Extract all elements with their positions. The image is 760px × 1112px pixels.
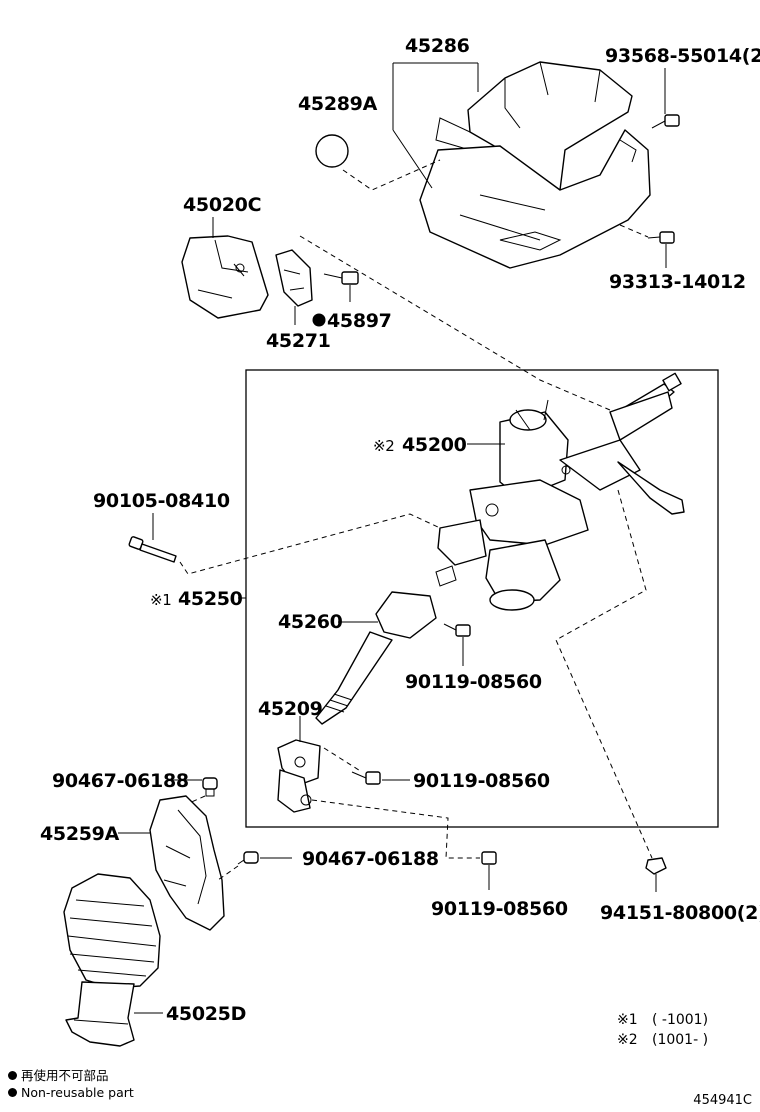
- screw-93313: [647, 231, 675, 244]
- bracket-45020c: [181, 235, 269, 319]
- dash-45289a: [342, 159, 441, 191]
- dash-94151: [555, 489, 653, 859]
- intermediate-shaft-45260: [315, 591, 437, 725]
- legend-dot-icon: [8, 1088, 17, 1097]
- screw-93568: [651, 114, 680, 129]
- label-45286: 45286: [405, 35, 470, 57]
- label-90467-a: 90467-06188: [52, 770, 189, 792]
- cap-45289a: [315, 134, 349, 168]
- ref-mark-45250: ※1: [150, 591, 172, 609]
- legend-row-en: Non-reusable part: [8, 1084, 134, 1101]
- label-90105: 90105-08410: [93, 490, 230, 512]
- dash-cover-to-column: [299, 235, 611, 411]
- steering-column-45200: [435, 372, 685, 611]
- lead-45286-down: [392, 129, 433, 189]
- dash-90119-b: [323, 747, 363, 773]
- label-90119-a: 90119-08560: [405, 671, 542, 693]
- label-45025d: 45025D: [166, 1003, 246, 1025]
- label-45200: 45200: [402, 434, 467, 456]
- label-94151: 94151-80800(2): [600, 902, 760, 924]
- bolt-45897: [323, 271, 359, 285]
- bolt-90119-a: [443, 623, 471, 637]
- label-93313: 93313-14012: [609, 271, 746, 293]
- legend-text-jp: 再使用不可部品: [21, 1068, 109, 1083]
- clip-90467-b: [237, 851, 259, 865]
- cover-45259a: [149, 795, 225, 931]
- legend: 再使用不可部品 Non-reusable part: [8, 1067, 134, 1101]
- label-90119-b: 90119-08560: [413, 770, 550, 792]
- clamp-45271: [275, 249, 313, 307]
- label-90467-b: 90467-06188: [302, 848, 439, 870]
- label-93568: 93568-55014(2): [605, 45, 760, 67]
- label-45020c: 45020C: [183, 194, 261, 216]
- column-cover-lower-part: [419, 129, 651, 269]
- dash-90467-b: [217, 865, 239, 881]
- label-45209: 45209: [258, 698, 323, 720]
- label-45271: 45271: [266, 330, 331, 352]
- bolt-90119-c: [481, 851, 497, 865]
- legend-dot-icon: [8, 1071, 17, 1080]
- legend-text-en: Non-reusable part: [21, 1085, 134, 1100]
- footnote-1-text: ( -1001): [652, 1012, 708, 1028]
- label-45897: 45897: [327, 310, 392, 332]
- dash-93313: [619, 224, 649, 238]
- nut-94151: [645, 857, 667, 875]
- label-45250: 45250: [178, 588, 243, 610]
- footnote-2-text: (1001- ): [652, 1032, 708, 1048]
- dash-90119-c: [311, 799, 480, 859]
- ref-mark-45200: ※2: [373, 437, 395, 455]
- non-reusable-dot-45897: [312, 313, 326, 327]
- label-45259a: 45259A: [40, 823, 120, 845]
- universal-joint-45209: [277, 739, 321, 813]
- label-45260: 45260: [278, 611, 343, 633]
- footnote-2-mark: ※2: [617, 1032, 638, 1048]
- label-90119-c: 90119-08560: [431, 898, 568, 920]
- boot-45025d: [63, 873, 161, 1047]
- bolt-90105: [128, 536, 177, 563]
- label-45289a: 45289A: [298, 93, 378, 115]
- clip-90467-a: [202, 777, 218, 797]
- dash-90105: [179, 513, 441, 575]
- diagram-code: 454941C: [693, 1093, 752, 1108]
- dash-90467-a: [177, 795, 206, 809]
- legend-row-jp: 再使用不可部品: [8, 1067, 134, 1084]
- column-cover-upper-part: [435, 61, 633, 191]
- footnote-1-mark: ※1: [617, 1012, 638, 1028]
- bolt-90119-b: [351, 771, 381, 785]
